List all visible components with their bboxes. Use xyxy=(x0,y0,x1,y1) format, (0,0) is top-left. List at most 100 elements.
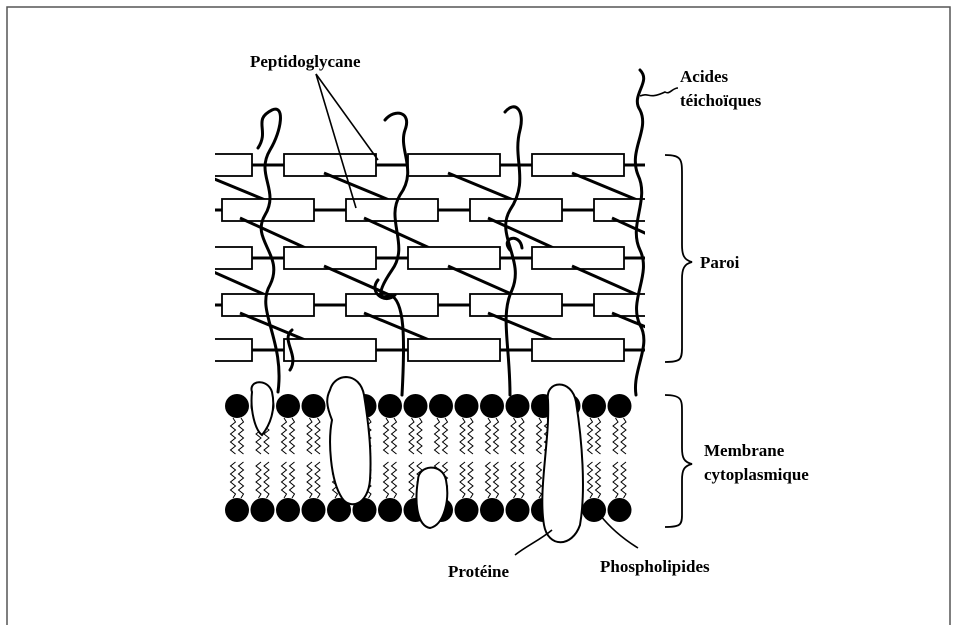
lipid-tail-top xyxy=(409,418,414,454)
lipid-tail-top xyxy=(231,418,236,454)
lipid-tail-top xyxy=(392,418,397,454)
peptidoglycane-pointer-2 xyxy=(316,74,356,208)
lipid-tail-bottom xyxy=(392,462,397,498)
phospholipid-head-top xyxy=(225,394,249,418)
phospholipid-head-top xyxy=(404,394,428,418)
lipid-tail-bottom xyxy=(588,462,593,498)
lipid-tail-top xyxy=(537,418,542,454)
peptidoglycan-block xyxy=(408,339,500,361)
phospholipid-head-bottom xyxy=(276,498,300,522)
lipid-tail-top xyxy=(315,418,320,454)
peptide-crosslink xyxy=(364,313,434,342)
peptide-crosslink xyxy=(612,313,682,342)
phospholipid-head-bottom xyxy=(455,498,479,522)
peptidoglycan-block xyxy=(470,294,562,316)
membrane-brace xyxy=(665,395,692,527)
lipid-tail-bottom xyxy=(537,462,542,498)
cell-wall-layers xyxy=(160,154,686,361)
peptidoglycan-block xyxy=(284,154,376,176)
phospholipid-head-bottom xyxy=(480,498,504,522)
label-peptidoglycane: Peptidoglycane xyxy=(250,52,361,71)
lipid-tail-top xyxy=(443,418,448,454)
phospholipid-head-top xyxy=(455,394,479,418)
lipid-tail-bottom xyxy=(282,462,287,498)
label-phospholipides: Phospholipides xyxy=(600,557,710,576)
peptide-crosslink xyxy=(448,173,518,202)
label-membrane: Membrane xyxy=(704,441,785,460)
peptide-crosslink xyxy=(572,266,642,297)
paroi-brace xyxy=(665,155,692,362)
peptide-crosslink xyxy=(200,266,270,297)
lipid-tail-top xyxy=(519,418,524,454)
proteine-pointer xyxy=(515,530,552,555)
peptidoglycan-block xyxy=(408,247,500,269)
peptide-crosslink xyxy=(572,173,642,202)
peptidoglycane-pointer-1 xyxy=(316,74,378,160)
lipid-tail-top xyxy=(417,418,422,454)
peptide-crosslink xyxy=(488,313,558,342)
peptidoglycan-block xyxy=(532,339,624,361)
lipid-tail-top xyxy=(468,418,473,454)
teichoic-chain-3 xyxy=(505,107,521,395)
phospholipid-head-top xyxy=(608,394,632,418)
lipid-tail-bottom xyxy=(468,462,473,498)
lipid-tail-bottom xyxy=(511,462,516,498)
peptide-crosslink xyxy=(240,218,310,250)
lipid-tail-top xyxy=(511,418,516,454)
lipid-tail-top xyxy=(282,418,287,454)
peptidoglycan-block xyxy=(160,339,252,361)
lipid-tail-top xyxy=(239,418,244,454)
lipid-tail-top xyxy=(460,418,465,454)
phospholipid-head-top xyxy=(429,394,453,418)
lipid-tail-bottom xyxy=(409,462,414,498)
phospholipid-head-bottom xyxy=(608,498,632,522)
lipid-tail-top xyxy=(613,418,618,454)
phospholipid-head-bottom xyxy=(378,498,402,522)
peptidoglycan-block xyxy=(532,247,624,269)
lipid-tail-bottom xyxy=(384,462,389,498)
phospholipid-head-bottom xyxy=(506,498,530,522)
lipid-tail-bottom xyxy=(239,462,244,498)
label-cytoplasmique: cytoplasmique xyxy=(704,465,809,484)
lipid-tail-top xyxy=(494,418,499,454)
lipid-tail-bottom xyxy=(256,462,261,498)
phospholipid-head-top xyxy=(582,394,606,418)
phospholipid-head-top xyxy=(506,394,530,418)
peptide-crosslink xyxy=(612,218,682,250)
lipid-tail-top xyxy=(307,418,312,454)
phospholipid-head-top xyxy=(302,394,326,418)
lipid-tail-top xyxy=(596,418,601,454)
lipid-tail-bottom xyxy=(596,462,601,498)
lipid-tail-bottom xyxy=(494,462,499,498)
peptide-crosslink xyxy=(488,218,558,250)
lipid-tail-top xyxy=(384,418,389,454)
lipid-tail-top xyxy=(588,418,593,454)
label-proteine: Protéine xyxy=(448,562,510,581)
lipid-tail-bottom xyxy=(231,462,236,498)
peptidoglycan-block xyxy=(346,199,438,221)
peptidoglycan-block xyxy=(160,247,252,269)
peptidoglycan-rows xyxy=(160,154,686,361)
lipid-tail-top xyxy=(290,418,295,454)
peptidoglycan-block xyxy=(594,294,686,316)
label-acides: Acides xyxy=(680,67,729,86)
lipid-tail-bottom xyxy=(486,462,491,498)
peptide-crosslink xyxy=(200,173,270,202)
braces xyxy=(665,155,692,527)
lipid-tail-bottom xyxy=(290,462,295,498)
peptidoglycan-block xyxy=(284,247,376,269)
teichoic-chain-2 xyxy=(381,113,408,395)
lipid-tail-top xyxy=(621,418,626,454)
lipid-tail-bottom xyxy=(264,462,269,498)
label-paroi: Paroi xyxy=(700,253,740,272)
phospholipid-head-bottom xyxy=(251,498,275,522)
peptidoglycan-block xyxy=(532,154,624,176)
lipid-tail-top xyxy=(435,418,440,454)
lipid-tail-top xyxy=(486,418,491,454)
lipid-tail-bottom xyxy=(307,462,312,498)
peptidoglycan-block xyxy=(160,154,252,176)
lipid-tail-bottom xyxy=(621,462,626,498)
phospholipid-head-top xyxy=(480,394,504,418)
